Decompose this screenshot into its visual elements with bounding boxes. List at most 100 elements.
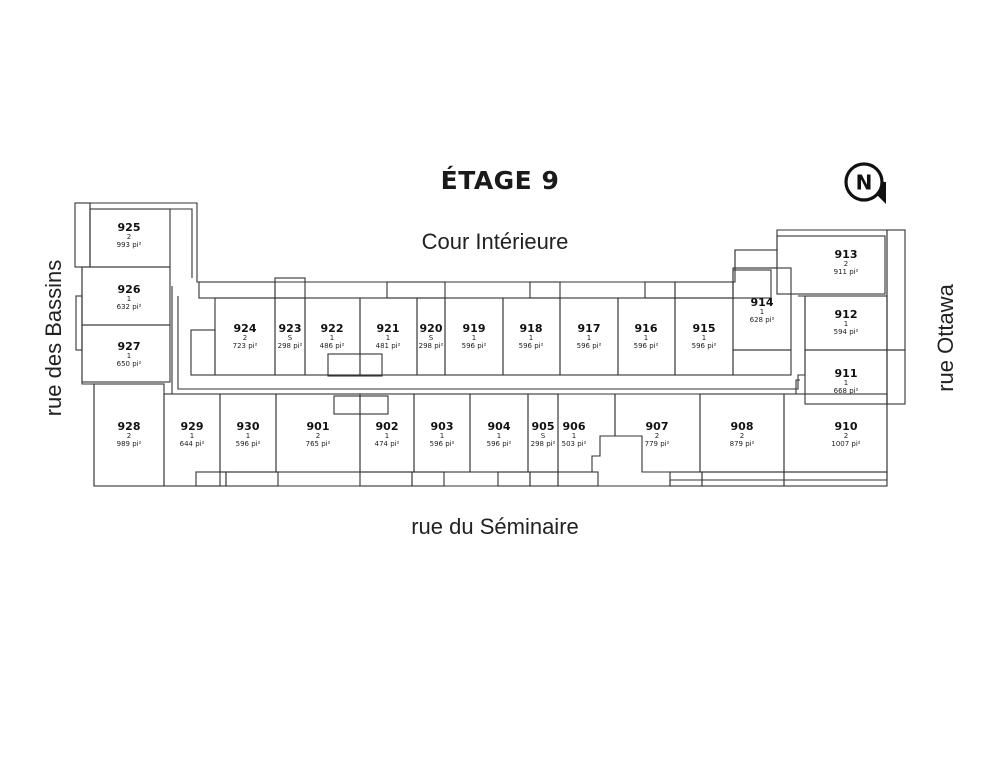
unit-912[interactable]: 912 1 594 pi²: [834, 308, 859, 336]
unit-930[interactable]: 930 1 596 pi²: [236, 420, 261, 448]
unit-number: 920: [420, 322, 443, 335]
unit-bedrooms: 2: [127, 432, 131, 440]
unit-area: 1007 pi²: [831, 440, 860, 448]
unit-920[interactable]: 920 S 298 pi²: [419, 322, 444, 350]
unit-926[interactable]: 926 1 632 pi²: [117, 283, 142, 311]
unit-number: 911: [835, 367, 858, 380]
unit-labels: 925 2 993 pi² 926 1 632 pi² 927 1 650 pi…: [117, 221, 861, 448]
unit-number: 916: [635, 322, 658, 335]
unit-area: 596 pi²: [462, 342, 487, 350]
unit-bedrooms: 1: [190, 432, 194, 440]
unit-921[interactable]: 921 1 481 pi²: [376, 322, 401, 350]
unit-925[interactable]: 925 2 993 pi²: [117, 221, 142, 249]
unit-929[interactable]: 929 1 644 pi²: [180, 420, 205, 448]
unit-number: 905: [532, 420, 555, 433]
unit-bedrooms: 1: [572, 432, 576, 440]
unit-bedrooms: 1: [587, 334, 591, 342]
unit-927[interactable]: 927 1 650 pi²: [117, 340, 142, 368]
unit-913[interactable]: 913 2 911 pi²: [834, 248, 859, 276]
unit-902[interactable]: 902 1 474 pi²: [375, 420, 400, 448]
unit-number: 902: [376, 420, 399, 433]
unit-area: 596 pi²: [519, 342, 544, 350]
street-label-bottom: rue du Séminaire: [411, 514, 579, 539]
unit-bedrooms: 1: [440, 432, 444, 440]
unit-907[interactable]: 907 2 779 pi²: [645, 420, 670, 448]
unit-bedrooms: 2: [243, 334, 247, 342]
unit-number: 913: [835, 248, 858, 261]
unit-906[interactable]: 906 1 503 pi²: [562, 420, 587, 448]
unit-area: 650 pi²: [117, 360, 142, 368]
north-label: N: [856, 171, 873, 195]
unit-bedrooms: 2: [740, 432, 744, 440]
unit-bedrooms: 2: [655, 432, 659, 440]
unit-bedrooms: 2: [316, 432, 320, 440]
unit-bedrooms: 1: [127, 352, 131, 360]
unit-bedrooms: 1: [844, 379, 848, 387]
floor-title: ÉTAGE 9: [440, 166, 560, 195]
unit-904[interactable]: 904 1 596 pi²: [487, 420, 512, 448]
unit-number: 929: [181, 420, 204, 433]
unit-area: 503 pi²: [562, 440, 587, 448]
unit-910[interactable]: 910 2 1007 pi²: [831, 420, 860, 448]
unit-914[interactable]: 914 1 628 pi²: [750, 296, 775, 324]
unit-area: 632 pi²: [117, 303, 142, 311]
unit-number: 921: [377, 322, 400, 335]
unit-area: 596 pi²: [634, 342, 659, 350]
unit-area: 644 pi²: [180, 440, 205, 448]
unit-area: 668 pi²: [834, 387, 859, 395]
unit-bedrooms: 1: [497, 432, 501, 440]
unit-bedrooms: 1: [386, 334, 390, 342]
unit-area: 298 pi²: [531, 440, 556, 448]
unit-number: 907: [646, 420, 669, 433]
unit-number: 903: [431, 420, 454, 433]
unit-area: 486 pi²: [320, 342, 345, 350]
unit-bedrooms: 2: [844, 260, 848, 268]
unit-number: 910: [835, 420, 858, 433]
unit-bedrooms: 1: [760, 308, 764, 316]
north-arrow-icon: N: [844, 162, 886, 204]
unit-area: 596 pi²: [236, 440, 261, 448]
unit-number: 928: [118, 420, 141, 433]
unit-number: 923: [279, 322, 302, 335]
unit-bedrooms: S: [288, 334, 293, 342]
unit-bedrooms: 1: [529, 334, 533, 342]
unit-bedrooms: 1: [246, 432, 250, 440]
unit-area: 779 pi²: [645, 440, 670, 448]
unit-923[interactable]: 923 S 298 pi²: [278, 322, 303, 350]
unit-bedrooms: 1: [472, 334, 476, 342]
unit-area: 298 pi²: [419, 342, 444, 350]
unit-number: 930: [237, 420, 260, 433]
unit-919[interactable]: 919 1 596 pi²: [462, 322, 487, 350]
unit-area: 628 pi²: [750, 316, 775, 324]
unit-922[interactable]: 922 1 486 pi²: [320, 322, 345, 350]
unit-number: 912: [835, 308, 858, 321]
unit-number: 927: [118, 340, 141, 353]
unit-928[interactable]: 928 2 989 pi²: [117, 420, 142, 448]
unit-area: 596 pi²: [577, 342, 602, 350]
unit-908[interactable]: 908 2 879 pi²: [730, 420, 755, 448]
unit-bedrooms: S: [429, 334, 434, 342]
unit-bedrooms: 1: [330, 334, 334, 342]
unit-area: 481 pi²: [376, 342, 401, 350]
unit-911[interactable]: 911 1 668 pi²: [834, 367, 859, 395]
unit-916[interactable]: 916 1 596 pi²: [634, 322, 659, 350]
unit-number: 901: [307, 420, 330, 433]
unit-915[interactable]: 915 1 596 pi²: [692, 322, 717, 350]
unit-number: 922: [321, 322, 344, 335]
unit-bedrooms: 1: [644, 334, 648, 342]
unit-903[interactable]: 903 1 596 pi²: [430, 420, 455, 448]
unit-bedrooms: S: [541, 432, 546, 440]
unit-number: 915: [693, 322, 716, 335]
unit-918[interactable]: 918 1 596 pi²: [519, 322, 544, 350]
unit-number: 924: [234, 322, 257, 335]
unit-area: 911 pi²: [834, 268, 859, 276]
unit-901[interactable]: 901 2 765 pi²: [306, 420, 331, 448]
unit-917[interactable]: 917 1 596 pi²: [577, 322, 602, 350]
unit-905[interactable]: 905 S 298 pi²: [531, 420, 556, 448]
unit-area: 298 pi²: [278, 342, 303, 350]
unit-number: 926: [118, 283, 141, 296]
unit-number: 925: [118, 221, 141, 234]
unit-bedrooms: 2: [127, 233, 131, 241]
unit-924[interactable]: 924 2 723 pi²: [233, 322, 258, 350]
